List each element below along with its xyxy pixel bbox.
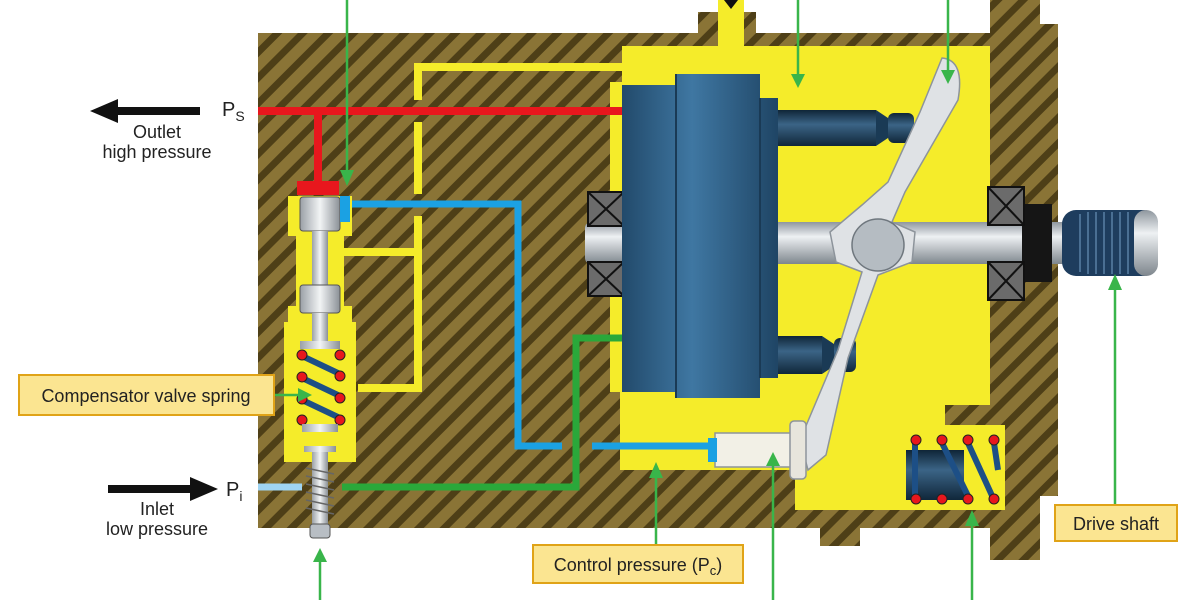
- spline-teeth: [1079, 212, 1129, 274]
- svg-text:Compensator valve spring: Compensator valve spring: [41, 386, 250, 406]
- bias-spring: [906, 434, 1001, 505]
- control-pressure-line: [345, 200, 708, 450]
- arrow-down-icon: [724, 0, 738, 9]
- arrow-left-icon: [90, 99, 200, 123]
- arrow-right-icon: [108, 477, 218, 501]
- ps-label: PS: [222, 99, 245, 124]
- inlet-label-line1: Inlet: [140, 499, 174, 519]
- cylinder-block: [622, 74, 778, 398]
- high-pressure-line: [258, 107, 622, 186]
- leader-lines: [273, 0, 1122, 600]
- piston-upper: [778, 110, 914, 146]
- control-piston: [708, 420, 807, 480]
- outlet-label-line2: high pressure: [102, 142, 211, 162]
- valve-top-red: [297, 181, 339, 195]
- pi-label: Pi: [226, 479, 242, 504]
- inlet-label-line2: low pressure: [106, 519, 208, 539]
- seal-bearings: [587, 186, 1025, 301]
- swashplate: [799, 57, 961, 472]
- callout-control-pressure: Control pressure (Pc): [532, 544, 744, 584]
- callout-drive-shaft: Drive shaft: [1054, 504, 1178, 542]
- inlet-line: [258, 334, 622, 491]
- outlet-label-line1: Outlet: [133, 122, 181, 142]
- svg-text:Drive shaft: Drive shaft: [1073, 514, 1159, 534]
- svg-text:Control pressure (Pc): Control pressure (Pc): [554, 555, 723, 578]
- yellow-case-passages: [340, 63, 622, 392]
- callout-compensator-spring: Compensator valve spring: [18, 374, 275, 416]
